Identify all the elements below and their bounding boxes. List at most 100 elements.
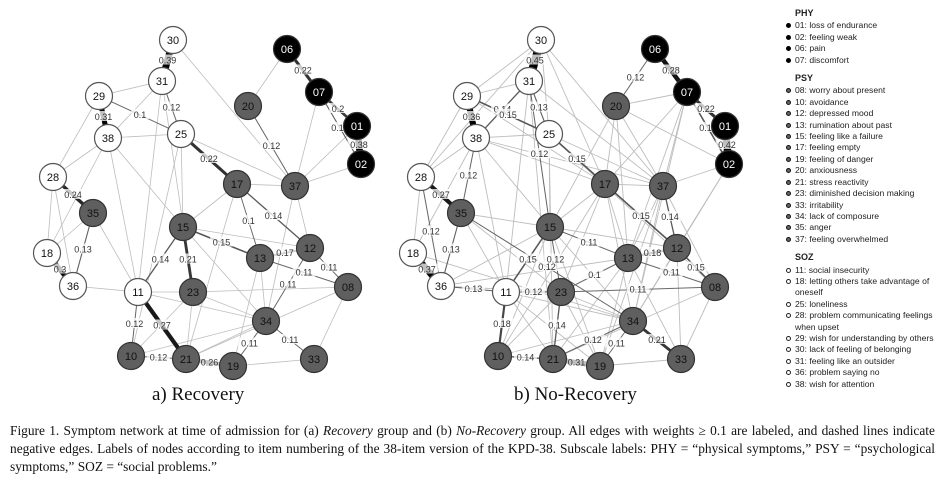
node-01 [342,111,372,141]
edge-label-bg [491,103,514,114]
weak-edge [460,212,551,228]
weak-edge [540,39,664,187]
edge-weight-label: 0.13 [331,123,349,133]
node-11 [491,277,521,307]
edge-label-bg [490,318,514,328]
edge-label-bg [147,351,170,362]
node-label: 21 [180,354,192,366]
node-label: 18 [407,248,419,260]
edge-weight-label: 0.14 [661,212,679,222]
legend-marker-icon [786,225,791,231]
edge-label-bg [198,356,221,367]
edge-label-bg [565,356,588,367]
edge-label-bg [61,189,85,199]
node-02 [714,149,744,179]
edge-label-bg [149,253,172,264]
node-label: 30 [535,35,547,47]
node-label: 25 [543,129,555,141]
edge-weight-label: 0.11 [280,280,297,290]
weak-edge [615,105,664,187]
node-35 [446,198,476,228]
edge-weight-label: 0.15 [699,123,717,133]
node-30 [158,25,188,55]
edge-weight-label: 0.15 [568,154,586,164]
node-01 [710,111,740,141]
weak-edge [505,291,634,322]
weak-edge [505,80,530,293]
legend-marker-icon [786,370,791,376]
edge-weight-label: 0.12 [263,141,281,151]
legend-marker-icon [786,156,791,162]
node-06 [640,34,670,64]
legend-marker-icon [786,23,791,29]
edge-label-bg [545,319,569,330]
legend-group-phy: PHY [795,8,814,18]
edge-label-bg [624,71,647,82]
weak-edge [185,183,238,360]
legend-item-label: 12: depressed mood [795,108,874,119]
legend-marker-icon [786,202,791,208]
legend-item: 01: loss of endurance [786,20,945,31]
edge-label-bg [210,236,233,247]
weak-edge [460,212,507,293]
node-label: 01 [351,121,363,133]
node-label: 30 [167,35,179,47]
legend-item-label: 06: pain [795,43,826,54]
weak-edge [632,91,688,322]
edge-label-bg [239,215,258,225]
edge-label-bg [71,243,95,254]
node-label: 31 [156,76,168,88]
node-label: 02 [723,159,735,171]
legend-item: 19: feeling of danger [786,154,945,165]
legend-item-label: 28: problem communicating feelings when … [795,310,933,332]
edge-weight-label: 0.27 [153,321,171,331]
legend-item: 35: anger [786,222,945,233]
legend-item-label: 21: stress reactivity [795,176,869,187]
legend-item-label: 35: anger [795,222,832,233]
weak-edge [137,291,267,322]
node-label: 34 [260,316,272,328]
edge-weight-label: 0.11 [296,268,313,278]
edge-weight-label: 0.21 [179,255,197,265]
node-07 [304,77,334,107]
node-28 [38,162,68,192]
legend-item-label: 15: feeling like a failure [795,131,883,142]
node-label: 21 [547,354,559,366]
edge-weight-label: 0.24 [64,190,82,200]
node-29 [452,81,482,111]
node-13 [613,243,643,273]
edge-weight-label: 0.1 [134,110,147,120]
node-17 [590,169,620,199]
node-18 [398,238,428,268]
node-label: 25 [175,129,187,141]
legend-item-label: 25: loneliness [795,298,848,309]
node-label: 33 [308,354,320,366]
edge-weight-label: 0.12 [163,103,181,113]
weak-edge [466,39,542,97]
edge-label-bg [605,337,628,348]
node-33 [299,344,329,374]
weak-edge [180,133,184,228]
legend-marker-icon [786,381,791,387]
edge-label-bg [291,64,315,75]
edge-weight-label: 0.28 [662,66,680,76]
edge-weight-label: 0.21 [648,335,666,345]
weak-edge [107,137,139,293]
node-label: 06 [281,44,293,56]
caption-text-2: group and (b) [372,423,457,438]
node-label: 20 [242,101,254,113]
weak-edge [632,247,678,322]
node-37 [648,171,678,201]
node-label: 08 [709,282,721,294]
edge-weight-label: 0.13 [442,245,460,255]
node-34 [251,306,281,336]
legend-item: 13: rumination about past [786,120,945,131]
caption-italic-recovery: Recovery [323,423,373,438]
edge-label-bg [514,351,537,362]
edge-weight-label: 0.14 [265,211,283,221]
weak-edge [460,212,562,293]
legend-marker-icon [786,313,791,319]
node-label: 17 [599,179,611,191]
